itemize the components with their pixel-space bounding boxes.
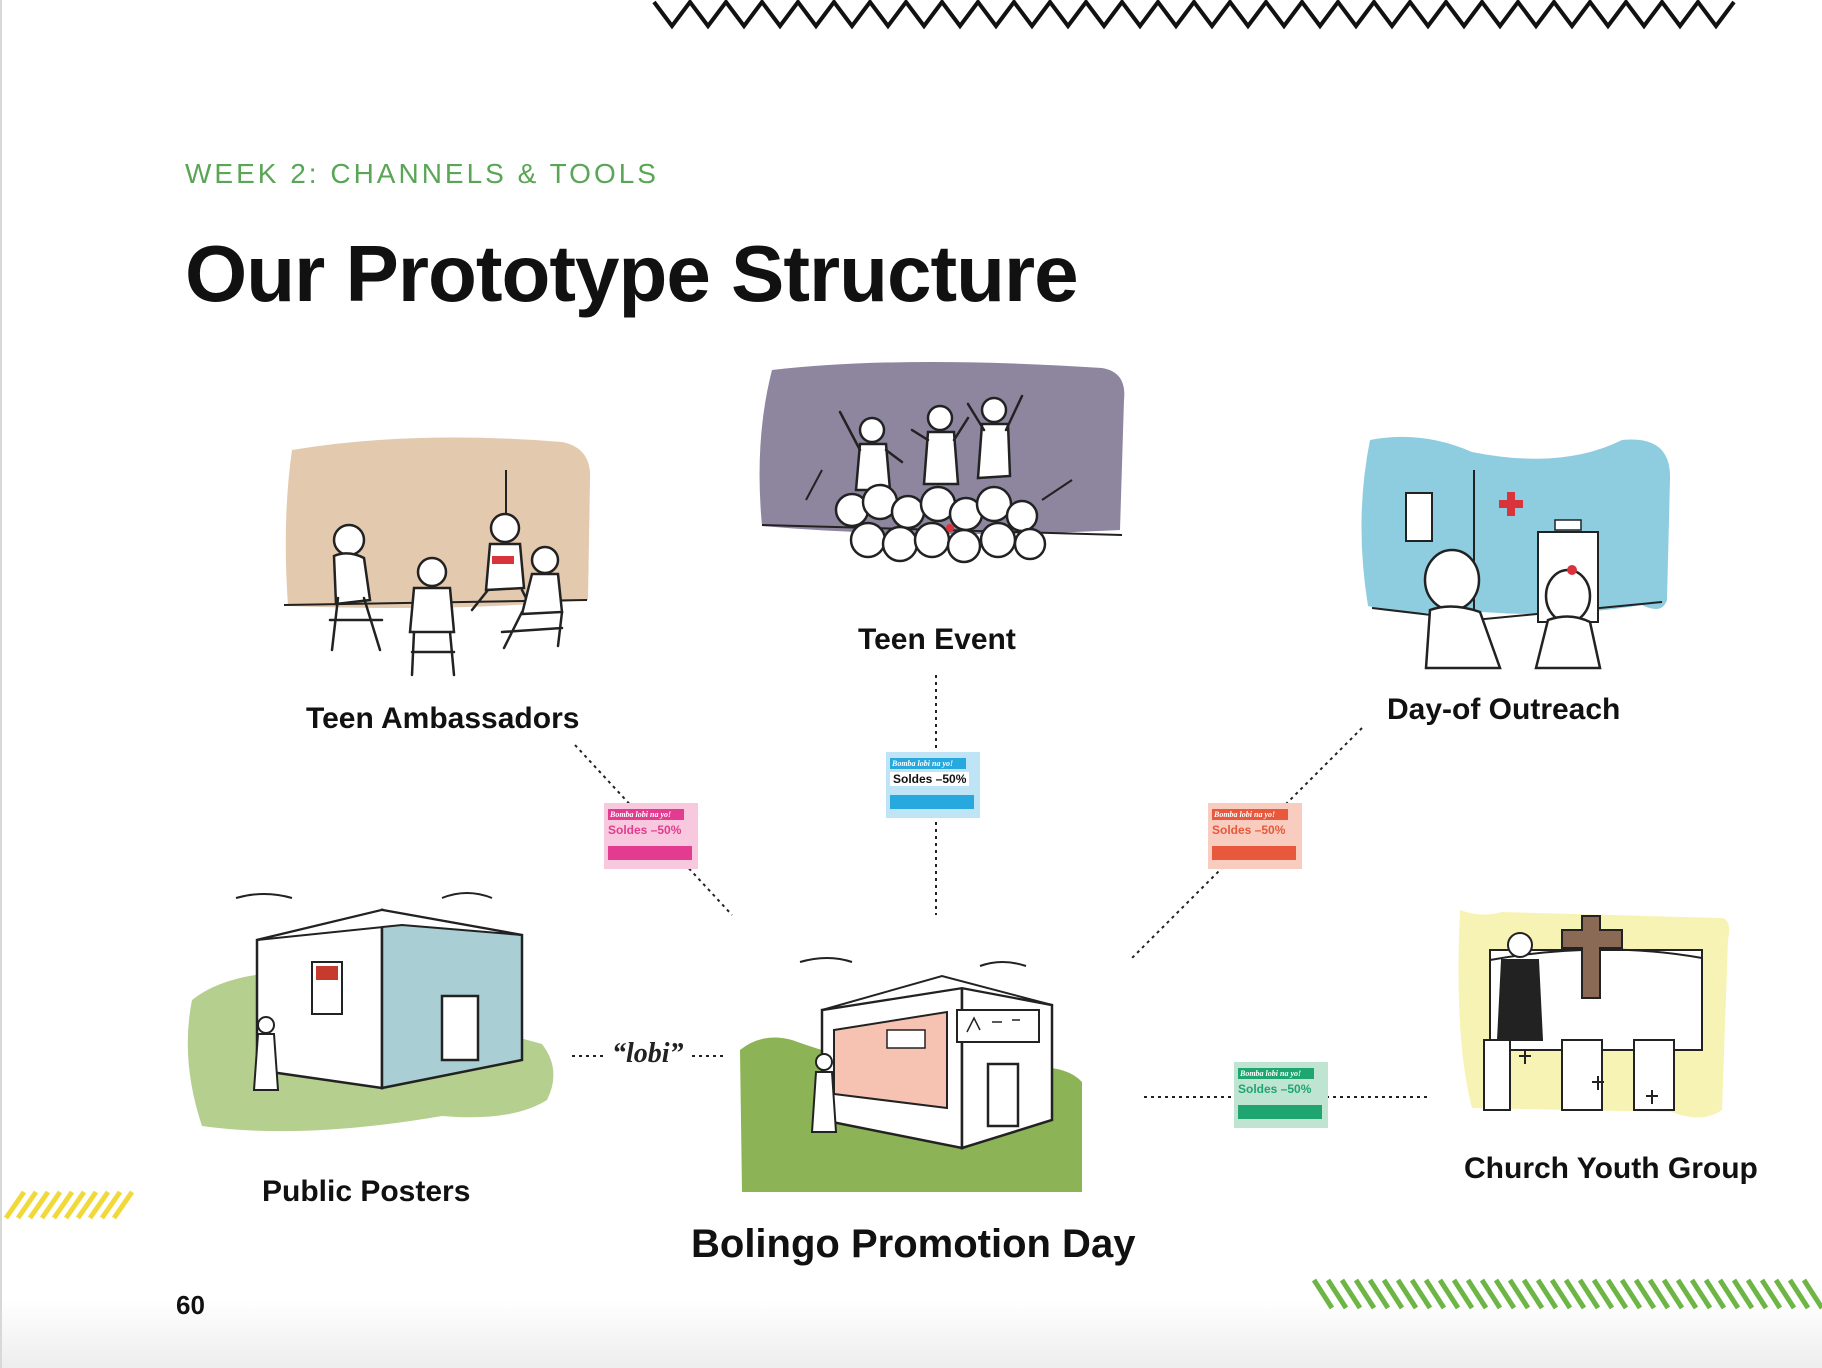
flyer-footer [1212,846,1296,860]
church-youth-group-illustration [1458,910,1730,1118]
bottom-shade [2,1300,1822,1368]
teen-ambassadors-illustration [283,437,591,677]
flyer-blue: Bomba lobi na yo! Soldes –50% [886,752,980,818]
flyer-footer [890,795,974,809]
flyer-headline: Bomba lobi na yo! [1212,809,1288,820]
green-stripes-decoration [1311,1278,1822,1310]
label-bolingo-promotion-day: Bolingo Promotion Day [691,1222,1136,1266]
flyer-pink: Bomba lobi na yo! Soldes –50% [604,803,698,869]
flyer-footer [1238,1105,1322,1119]
teen-event-illustration [759,361,1125,564]
label-public-posters: Public Posters [262,1175,471,1208]
page-title: Our Prototype Structure [185,229,1079,318]
flyer-offer: Soldes –50% [890,772,970,786]
label-church-youth-group: Church Youth Group [1464,1152,1758,1185]
day-of-outreach-illustration [1361,436,1671,670]
flyer-headline: Bomba lobi na yo! [890,758,966,769]
flyer-green: Bomba lobi na yo! Soldes –50% [1234,1062,1328,1128]
top-zigzag-decoration [652,0,1736,30]
label-teen-event: Teen Event [858,623,1016,656]
flyer-orange: Bomba lobi na yo! Soldes –50% [1208,803,1302,869]
label-teen-ambassadors: Teen Ambassadors [306,702,580,735]
connector-outreach [1129,727,1363,961]
flyer-headline: Bomba lobi na yo! [608,809,684,820]
bolingo-promotion-day-illustration [740,957,1082,1192]
flyer-offer: Soldes –50% [1238,1082,1312,1096]
flyer-headline: Bomba lobi na yo! [1238,1068,1314,1079]
section-eyebrow: WEEK 2: CHANNELS & TOOLS [185,158,659,189]
flyer-footer [608,846,692,860]
flyer-offer: Soldes –50% [1212,823,1286,837]
flyer-offer: Soldes –50% [608,823,682,837]
label-day-of-outreach: Day-of Outreach [1387,693,1621,726]
page-number: 60 [176,1290,205,1320]
lobi-connector-tag: “lobi” [612,1038,684,1069]
yellow-stripes-decoration [3,1190,135,1220]
public-posters-illustration [187,892,554,1132]
